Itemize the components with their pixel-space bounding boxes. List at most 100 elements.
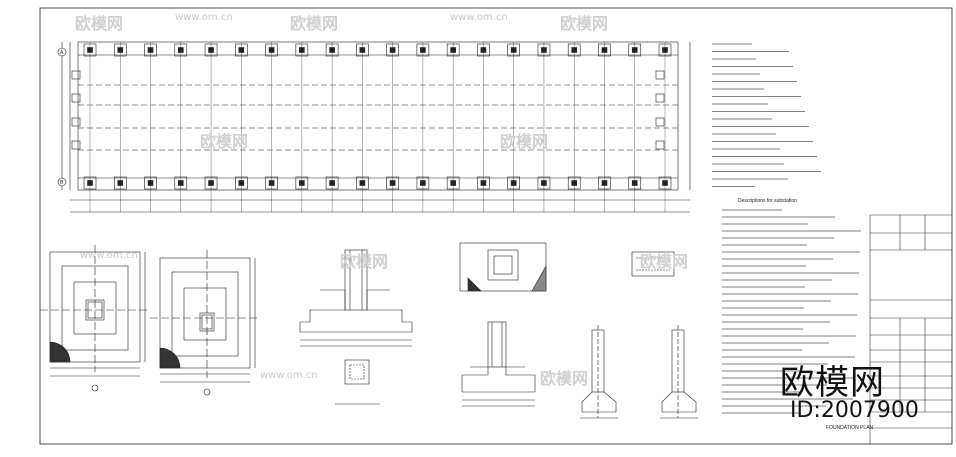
footing-section-1	[299, 249, 413, 405]
beam-plan	[631, 251, 675, 277]
column-footing	[71, 70, 81, 80]
column-footing	[265, 176, 278, 190]
column-footing	[655, 93, 665, 103]
column-stub	[631, 180, 638, 186]
column-stub	[238, 47, 245, 53]
column-stub	[117, 47, 124, 53]
column-footing	[507, 43, 520, 57]
column-stub	[601, 47, 608, 53]
column-footing	[567, 176, 581, 190]
column-footing	[416, 43, 430, 57]
column-footing	[235, 43, 248, 57]
column-stub	[147, 180, 154, 186]
column-stub	[238, 180, 245, 186]
column-stub	[177, 47, 184, 53]
column-stub	[662, 47, 668, 53]
foundation-plan	[61, 41, 691, 213]
column-footing	[477, 176, 490, 190]
column-footing	[113, 176, 127, 190]
column-footing	[235, 176, 248, 190]
column-footing	[655, 140, 665, 150]
column-stub	[87, 180, 93, 186]
column-stub	[450, 47, 456, 53]
column-footing	[295, 176, 309, 190]
watermark-url: www.om.cn	[450, 12, 508, 23]
column-footing	[83, 43, 97, 57]
title-block	[869, 214, 952, 444]
column-footing	[416, 176, 430, 190]
watermark-brand: 欧模网	[780, 363, 885, 403]
column-footing	[356, 43, 369, 57]
column-footing	[477, 43, 490, 57]
watermark-logo: 欧模网	[560, 14, 609, 33]
grid-bubbles	[57, 47, 67, 187]
column-footing	[71, 140, 81, 150]
column-footing	[598, 43, 611, 57]
watermark-logo: 欧模网	[200, 132, 249, 151]
column-stub	[541, 180, 547, 186]
sheet-border	[39, 7, 953, 445]
column-footing	[174, 43, 188, 57]
column-stub	[480, 180, 487, 186]
watermark-url: www.om.cn	[175, 12, 233, 23]
footing-detail-1	[40, 245, 150, 392]
column-stub	[117, 180, 124, 186]
notes-title-en: Descriptions for substation	[738, 198, 797, 204]
column-stub	[389, 180, 396, 186]
column-footing	[386, 176, 399, 190]
column-footing	[83, 176, 97, 190]
column-section-2	[660, 325, 698, 419]
column-stub	[359, 180, 366, 186]
grid-label-a: A	[60, 50, 64, 56]
column-footing	[655, 70, 665, 80]
column-stub	[450, 180, 456, 186]
column-stub	[329, 47, 335, 53]
watermark-logo: 欧模网	[500, 132, 549, 151]
watermark-logo: 欧模网	[540, 369, 589, 388]
column-stub	[208, 47, 214, 53]
column-stub	[541, 47, 547, 53]
column-stub	[299, 180, 305, 186]
plan-grid-lines	[89, 42, 666, 212]
column-stub	[329, 180, 335, 186]
column-footing	[567, 43, 581, 57]
column-footing	[71, 93, 81, 103]
watermark-logo: 欧模网	[340, 252, 389, 271]
column-stub	[420, 180, 426, 186]
column-footing	[537, 43, 551, 57]
column-stub	[359, 47, 366, 53]
column-footing	[658, 43, 672, 57]
column-footing	[537, 176, 551, 190]
watermark-logo: 欧模网	[290, 14, 339, 33]
column-footing	[144, 176, 157, 190]
column-footing	[144, 43, 157, 57]
column-stub	[268, 180, 275, 186]
watermark-url: www.om.cn	[260, 370, 318, 381]
column-footing	[598, 176, 611, 190]
column-footing	[386, 43, 399, 57]
footing-detail-2	[150, 250, 260, 396]
column-stub	[510, 47, 517, 53]
grid-label-b: B	[60, 180, 64, 186]
column-stub	[420, 47, 426, 53]
footing-section-2	[459, 242, 547, 407]
column-footing	[628, 43, 642, 57]
column-footing	[325, 43, 339, 57]
column-stub	[208, 180, 214, 186]
column-stub	[147, 47, 154, 53]
column-stub	[389, 47, 396, 53]
column-stub	[299, 47, 305, 53]
column-stub	[662, 180, 668, 186]
watermark-logo: 欧模网	[75, 14, 124, 33]
column-footing	[295, 43, 309, 57]
column-footing	[71, 117, 81, 127]
column-footing	[204, 176, 218, 190]
notes-cn-lines	[712, 43, 821, 187]
column-stub	[510, 180, 517, 186]
column-footing	[356, 176, 369, 190]
notes-en-lines	[722, 209, 861, 414]
sheet-title: FOUNDATION PLAN	[826, 425, 874, 431]
column-stub	[177, 180, 184, 186]
